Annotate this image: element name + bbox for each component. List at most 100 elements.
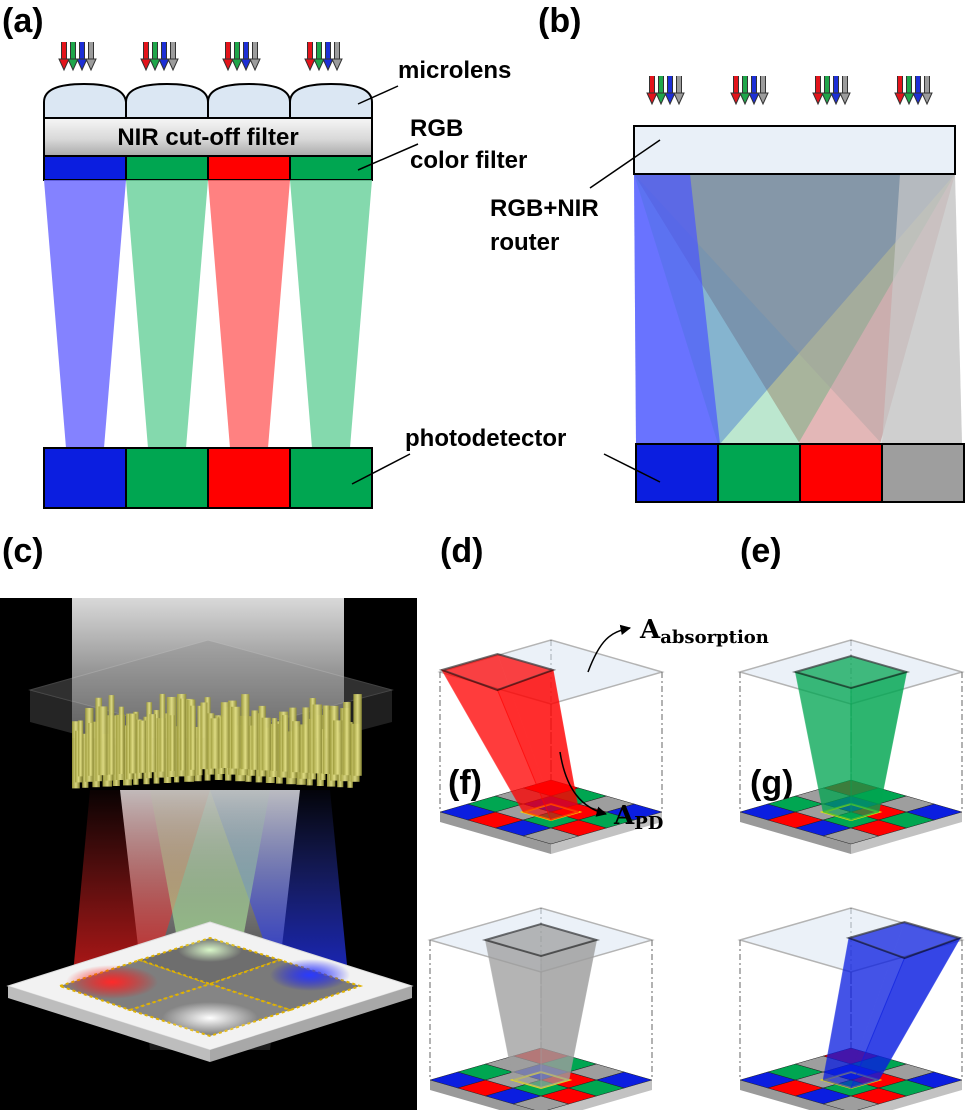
absorption-area-annotation: Aabsorption — [587, 615, 769, 673]
panel-label-d: (d) — [440, 532, 483, 570]
panel-label-c: (c) — [2, 532, 44, 570]
pixel-cell-red-d — [437, 639, 665, 854]
nanopillar — [333, 720, 343, 775]
nir-cutoff-filter — [43, 117, 373, 157]
nanopillar — [251, 710, 259, 770]
rgbn-arrow-group-icon — [894, 76, 933, 106]
rgbn-arrow-group-icon — [140, 42, 179, 72]
green-focal-spot — [178, 938, 242, 962]
microlens-label: microlens — [398, 57, 511, 84]
routed-beams-b — [634, 174, 962, 444]
rgb-filter-label-line2: color filter — [410, 147, 527, 174]
nanopillar — [302, 707, 310, 773]
panel-label-e: (e) — [740, 532, 782, 570]
rgbn-arrow-group-icon — [222, 42, 261, 72]
nanopillar — [271, 718, 278, 771]
router-leader-line — [589, 139, 661, 189]
mosaic-pixel-blue — [595, 1071, 653, 1089]
a-pd-symbol: A — [613, 801, 635, 831]
nanopillar-router — [72, 693, 362, 789]
absorption-aperture — [481, 922, 601, 958]
microlens-array — [43, 82, 373, 119]
photodetector-red — [207, 447, 291, 509]
color-filter-red — [207, 155, 291, 181]
absorption-aperture — [791, 654, 911, 690]
nanopillar — [292, 721, 301, 773]
photodetector-array-a — [43, 447, 373, 509]
rgbn-arrow-group-icon — [304, 42, 343, 72]
nanopillar — [231, 706, 241, 769]
panel-label-g: (g) — [750, 764, 793, 802]
mosaic-pixel-blue — [905, 1071, 963, 1089]
nanopillar — [118, 706, 125, 774]
rgbn-arrow-group-icon — [730, 76, 769, 106]
photodetector-red — [799, 443, 883, 503]
color-filter-green — [289, 155, 373, 181]
a-absorption-subscript: absorption — [660, 627, 769, 648]
nanopillar — [149, 714, 156, 773]
nanopillar — [180, 698, 186, 771]
rgb-filter-leader-line — [357, 143, 419, 171]
color-filter-blue — [43, 155, 127, 181]
color-filter-green — [125, 155, 209, 181]
svg-text:Aabsorption: Aabsorption — [639, 615, 769, 648]
photodetector-label: photodetector — [405, 425, 566, 452]
rgb-nir-router — [633, 125, 956, 175]
blue-focal-spot — [270, 959, 350, 991]
photodetector-green — [289, 447, 373, 509]
nanopillar — [343, 702, 351, 776]
photodetector-green — [125, 447, 209, 509]
rgbn-arrow-group-icon — [812, 76, 851, 106]
nanopillar — [204, 697, 211, 781]
nanopillar — [312, 704, 323, 774]
nanopillar — [319, 729, 326, 780]
svg-text:APD: APD — [613, 801, 663, 834]
pixel-cell-green-e — [737, 639, 965, 854]
nanopillar — [88, 722, 94, 776]
pixel-cell-blue-g — [737, 907, 965, 1110]
microlens-leader-line — [357, 85, 399, 105]
pixel-cell-nir-f — [427, 907, 655, 1110]
router-label-line2: router — [490, 229, 559, 256]
nir-filter-label: NIR cut-off filter — [117, 124, 298, 151]
nanopillar — [146, 702, 153, 779]
pd-area-annotation: APD — [559, 751, 663, 834]
panel-label-f: (f) — [448, 764, 482, 802]
nanopillar — [241, 694, 250, 770]
photodetector-leader-line-a — [351, 453, 411, 485]
nanopillar — [261, 717, 272, 771]
nanopillar — [129, 713, 137, 774]
photodetector-gray — [881, 443, 965, 503]
absorption-aperture — [845, 920, 964, 960]
a-absorption-symbol: A — [639, 615, 661, 645]
photodetector-array-b — [635, 443, 965, 503]
nir-focal-spot — [162, 1002, 258, 1034]
nanopillar — [190, 705, 196, 770]
nanopillar — [169, 715, 175, 771]
rgbn-arrow-group-icon — [58, 42, 97, 72]
red-focal-spot — [66, 965, 158, 999]
incident-light-arrows-a — [58, 42, 343, 72]
sensor-chip — [6, 921, 414, 1062]
rgb-filter-label-line1: RGB — [410, 115, 463, 142]
rgb-color-filter — [43, 155, 373, 181]
rgbn-arrow-group-icon — [646, 76, 685, 106]
nanopillar — [197, 705, 203, 776]
mosaic-pixel-blue — [605, 803, 663, 821]
nanopillar — [282, 715, 289, 772]
nanopillar — [108, 695, 115, 775]
nanopillar — [200, 702, 208, 770]
nanopillar — [139, 720, 146, 773]
filtered-beams-a — [44, 180, 372, 448]
panel-label-a: (a) — [2, 2, 44, 40]
absorption-aperture — [438, 652, 557, 692]
panel-c: (c) — [0, 532, 417, 1110]
photodetector-leader-line-b — [603, 453, 661, 483]
nanopillar — [153, 710, 160, 784]
panel-a: (a) NIR cut-off filter microlens RGB col… — [2, 2, 566, 509]
nanopillar — [322, 705, 330, 774]
nanopillar — [353, 694, 362, 776]
nanopillar — [210, 718, 220, 769]
photodetector-green — [717, 443, 801, 503]
